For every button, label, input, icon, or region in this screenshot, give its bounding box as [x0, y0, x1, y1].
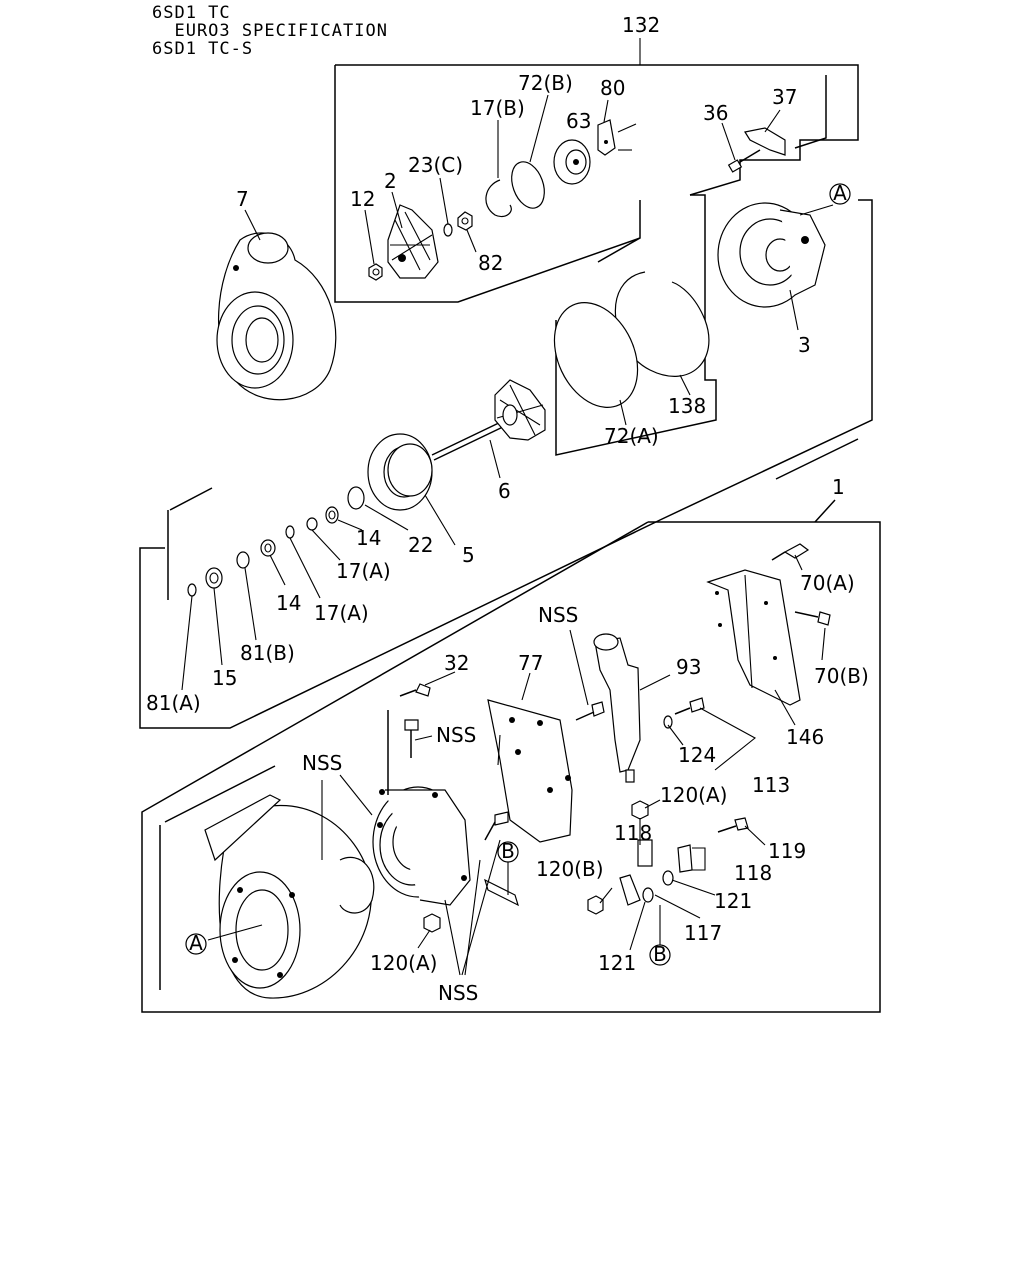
part-138-snap-ring [614, 271, 710, 377]
group-boundary-1 [141, 499, 881, 1013]
label-113: 113 [752, 773, 790, 797]
leader-lines [181, 38, 834, 976]
label-121-a: 121 [714, 889, 752, 913]
label-5: 5 [462, 543, 475, 567]
turbine-housing [204, 794, 375, 999]
label-36: 36 [703, 101, 728, 125]
label-22: 22 [408, 533, 433, 557]
label-80: 80 [600, 76, 625, 100]
label-138: 138 [668, 394, 706, 418]
turbine-wheel-shaft [431, 379, 546, 461]
label-82: 82 [478, 251, 503, 275]
actuator-housing-flange [372, 710, 471, 906]
reference-marker-a-bottom: A [185, 931, 207, 955]
part-63-insert [553, 139, 591, 185]
label-12: 12 [350, 187, 375, 211]
label-17a-1: 17(A) [336, 559, 391, 583]
part-77-bracket [487, 699, 573, 843]
reference-marker-b-1: B [497, 839, 519, 863]
label-23c: 23(C) [408, 153, 463, 177]
bearing-housing [717, 202, 826, 308]
model-line-1: 6SD1 TC [152, 3, 231, 23]
part-number-labels: 132 80 72(B) 17(B) 63 23(C) 2 12 82 7 36… [146, 13, 869, 1005]
label-120a-1: 120(A) [660, 783, 727, 807]
label-93: 93 [676, 655, 701, 679]
part-17b-snap-ring [485, 179, 512, 218]
part-5-seal-plate [367, 433, 433, 511]
spec-line: EURO3 SPECIFICATION [152, 21, 388, 41]
part-22-ring [347, 486, 365, 510]
group-boundary-core [139, 75, 873, 729]
label-121-b: 121 [598, 951, 636, 975]
part-72b-oring [511, 161, 545, 209]
part-72a-oring [553, 302, 639, 408]
marker-b-1-text: B [501, 839, 515, 863]
label-nss-3: NSS [302, 751, 342, 775]
label-nss-4: NSS [438, 981, 478, 1005]
label-120b: 120(B) [536, 857, 604, 881]
label-77: 77 [518, 651, 543, 675]
label-72b: 72(B) [518, 71, 573, 95]
label-15: 15 [212, 666, 237, 690]
label-118-b: 118 [734, 861, 772, 885]
label-81b: 81(B) [240, 641, 295, 665]
label-3: 3 [798, 333, 811, 357]
label-72a: 72(A) [604, 424, 659, 448]
compressor-wheel [387, 204, 439, 279]
diagram-header: 6SD1 TC EURO3 SPECIFICATION 6SD1 TC-S [152, 4, 388, 58]
label-117: 117 [684, 921, 722, 945]
label-2: 2 [384, 169, 397, 193]
reference-marker-b-2: B [649, 942, 671, 966]
label-7: 7 [236, 187, 249, 211]
label-nss-1: NSS [538, 603, 578, 627]
label-118-a: 118 [614, 821, 652, 845]
marker-b-2-text: B [653, 942, 667, 966]
label-17b: 17(B) [470, 96, 525, 120]
part-36-bolt [727, 149, 761, 173]
label-6: 6 [498, 479, 511, 503]
group-boundary-132 [334, 64, 859, 303]
label-14-b: 14 [276, 591, 301, 615]
label-81a: 81(A) [146, 691, 201, 715]
bolts [399, 543, 831, 841]
small-hardware [423, 715, 693, 933]
part-37-plate [744, 127, 786, 156]
marker-a-bottom-text: A [189, 931, 203, 955]
label-nss-2: NSS [436, 723, 476, 747]
label-70b: 70(B) [814, 664, 869, 688]
part-82-nut [457, 211, 473, 231]
marker-a-top-text: A [833, 181, 847, 205]
label-119: 119 [768, 839, 806, 863]
label-120a-2: 120(A) [370, 951, 437, 975]
small-parts-row [187, 506, 339, 597]
label-17a-2: 17(A) [314, 601, 369, 625]
label-1: 1 [832, 475, 845, 499]
part-12-nut [368, 263, 383, 281]
label-37: 37 [772, 85, 797, 109]
part-23c-ring [443, 223, 453, 237]
label-132: 132 [622, 13, 660, 37]
label-32: 32 [444, 651, 469, 675]
reference-marker-a-top: A [829, 181, 851, 205]
label-124: 124 [678, 743, 716, 767]
compressor-housing [216, 232, 337, 401]
label-146: 146 [786, 725, 824, 749]
label-63: 63 [566, 109, 591, 133]
part-80-plate [597, 119, 637, 156]
label-14-a: 14 [356, 526, 381, 550]
part-93-actuator [593, 633, 641, 783]
model-line-2: 6SD1 TC-S [152, 39, 254, 59]
label-70a: 70(A) [800, 571, 855, 595]
part-146-heat-shield [706, 569, 801, 706]
